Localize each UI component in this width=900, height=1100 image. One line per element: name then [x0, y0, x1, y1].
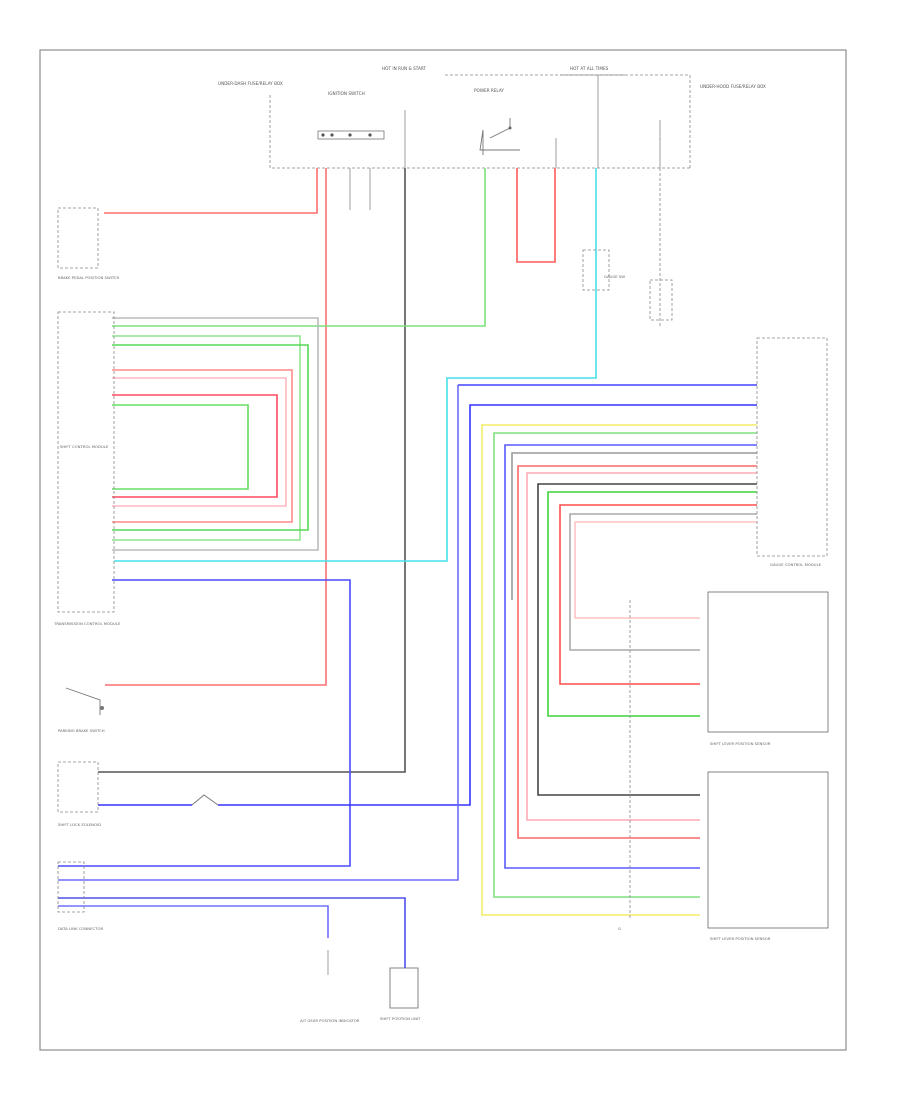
label-sensor-b: SHIFT LEVER POSITION SENSOR	[710, 936, 771, 941]
wire-loop-red-2	[112, 394, 278, 498]
label-shift-position-unit: SHIFT POSITION UNIT	[380, 1016, 421, 1021]
wire-red-r2	[559, 504, 757, 685]
wire-yellow-1	[481, 424, 757, 916]
shift-position-unit-box	[389, 967, 419, 1009]
label-brake-switch: BRAKE PEDAL POSITION SWITCH	[58, 275, 120, 280]
gauge-control-module-box	[756, 337, 828, 557]
ign-term-2	[330, 133, 334, 137]
wire-dark-r1	[537, 483, 757, 796]
wire-red-ign-main	[105, 168, 327, 686]
parking-brake-switch	[65, 687, 101, 715]
wire-loop-green-1	[112, 335, 301, 541]
wire-blue-2	[98, 404, 757, 806]
ign-term-4	[368, 133, 372, 137]
wire-cyan	[114, 168, 597, 562]
wire-blue-3	[58, 385, 459, 881]
wire-pink-r2	[574, 521, 757, 619]
wire-loop-green-3	[112, 344, 309, 531]
wire-loop-red-1	[112, 369, 293, 523]
shift-lock-switch	[191, 794, 219, 806]
wire-gray-r1	[511, 452, 757, 600]
label-ignition-switch: IGNITION SWITCH	[328, 91, 365, 96]
wire-green-relay	[112, 168, 486, 327]
label-data-link-connector: DATA LINK CONNECTOR	[58, 926, 103, 931]
wire-red-r1	[517, 465, 757, 839]
wire-blue-4	[58, 897, 406, 938]
label-under-hood-fuse-box: UNDER-HOOD FUSE/RELAY BOX	[700, 84, 766, 89]
wire-gray-ign	[98, 168, 406, 773]
wire-red-relay-loop	[516, 168, 556, 263]
wire-loop-gray	[112, 317, 319, 551]
label-parking-brake: PARKING BRAKE SWITCH	[58, 728, 105, 733]
wire-loop-green-2	[112, 404, 249, 490]
relay-contact	[508, 126, 512, 130]
label-at-gear-position: A/T GEAR POSITION INDICATOR	[300, 1018, 360, 1023]
ign-term-3	[348, 133, 352, 137]
label-power-relay: POWER RELAY	[474, 88, 504, 93]
label-gauge-control-module: GAUGE CONTROL MODULE	[770, 562, 822, 567]
label-hot-at-all-times: HOT AT ALL TIMES	[570, 66, 609, 71]
parking-brake-contact	[100, 706, 104, 710]
wire-blue-1	[58, 579, 351, 867]
wire-red-ign-brake	[104, 168, 318, 214]
diagram-border	[39, 49, 847, 1051]
wire-pink-r1	[526, 472, 757, 821]
wire-blue-r1	[504, 444, 757, 869]
ign-term-1	[321, 133, 325, 137]
wire-green-r2	[547, 491, 757, 717]
brake-switch-box	[57, 207, 99, 269]
power-relay-sub-box	[649, 279, 673, 321]
label-under-dash-fuse-box: UNDER-DASH FUSE/RELAY BOX	[218, 81, 283, 86]
label-hot-run-start: HOT IN RUN & START	[382, 66, 426, 71]
ignition-switch-block	[317, 130, 385, 140]
dlc-box	[57, 861, 85, 913]
fuse-box-boundary	[269, 74, 691, 169]
gauge-sw-box	[582, 249, 610, 291]
shift-lock-box	[57, 761, 99, 813]
wire-blue-5	[58, 905, 329, 938]
label-sensor-a: SHIFT LEVER POSITION SENSOR	[710, 741, 771, 746]
label-transmission-control-module: TRANSMISSION CONTROL MODULE	[53, 621, 121, 626]
label-gauge-sw: GAUGE SW	[604, 274, 625, 279]
power-relay-switch	[479, 118, 520, 155]
shift-control-module-box	[57, 311, 115, 613]
label-shift-lock-solenoid: SHIFT LOCK SOLENOID	[58, 822, 101, 827]
label-shift-control-module: SHIFT CONTROL MODULE	[60, 444, 109, 449]
wire-green-r1	[493, 432, 757, 898]
wire-gray-r2	[569, 513, 757, 651]
label-ground: G	[618, 926, 621, 931]
sensor-a-box	[707, 591, 829, 733]
sensor-b-box	[707, 771, 829, 929]
wire-loop-pink-1	[112, 377, 287, 507]
